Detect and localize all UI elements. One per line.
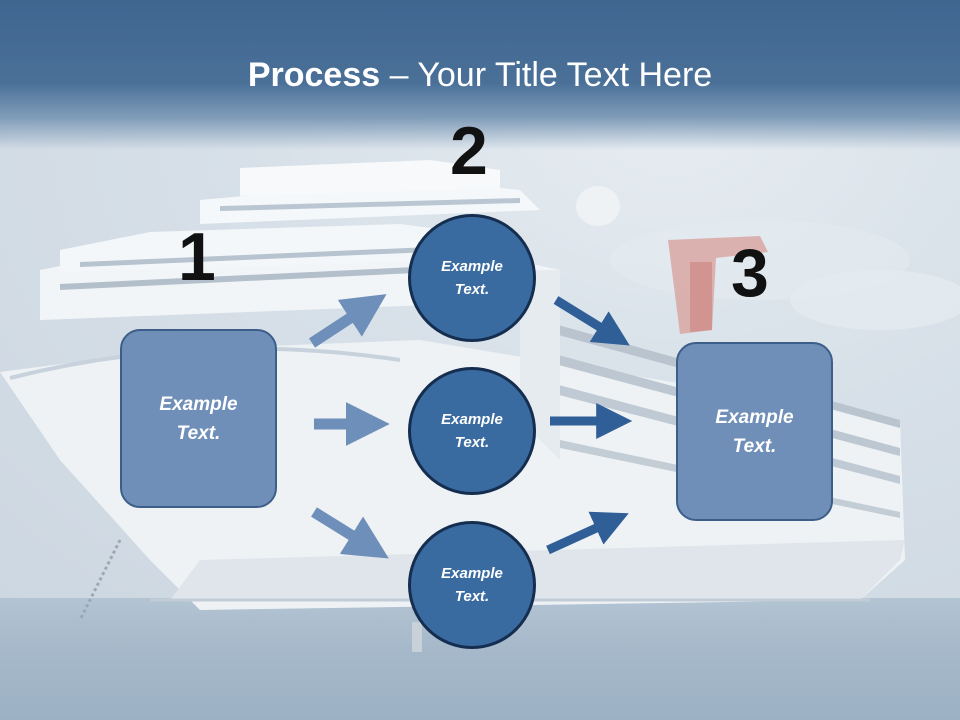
step-1-text-line1: Example [159, 393, 238, 415]
step-1-text-line2: Text. [176, 422, 221, 444]
circle-top-text-line1: Example [441, 258, 503, 275]
step-3-text-line1: Example [715, 406, 794, 428]
step-2-circle-bottom[interactable]: Example Text. [408, 521, 536, 649]
step-2-circle-middle[interactable]: Example Text. [408, 367, 536, 495]
step-3-text-line2: Text. [732, 435, 777, 457]
circle-middle-text-line2: Text. [454, 434, 490, 451]
title-bold: Process [247, 56, 381, 94]
circle-bottom-text-line1: Example [441, 565, 503, 582]
circle-top-text-line2: Text. [454, 281, 490, 298]
title-rest: – Your Title Text Here [380, 56, 713, 94]
step-2-circle-top[interactable]: Example Text. [408, 214, 536, 342]
step-number-1: 1 [178, 219, 216, 295]
circle-bottom-text-line2: Text. [454, 588, 490, 605]
slide-title[interactable]: Process – Your Title Text Here [0, 55, 960, 95]
step-number-2: 2 [450, 113, 488, 189]
step-1-box[interactable]: Example Text. [120, 329, 277, 508]
circle-middle-text-line1: Example [441, 411, 503, 428]
title-bar [0, 0, 960, 150]
step-number-3: 3 [731, 235, 769, 311]
step-3-box[interactable]: Example Text. [676, 342, 833, 521]
